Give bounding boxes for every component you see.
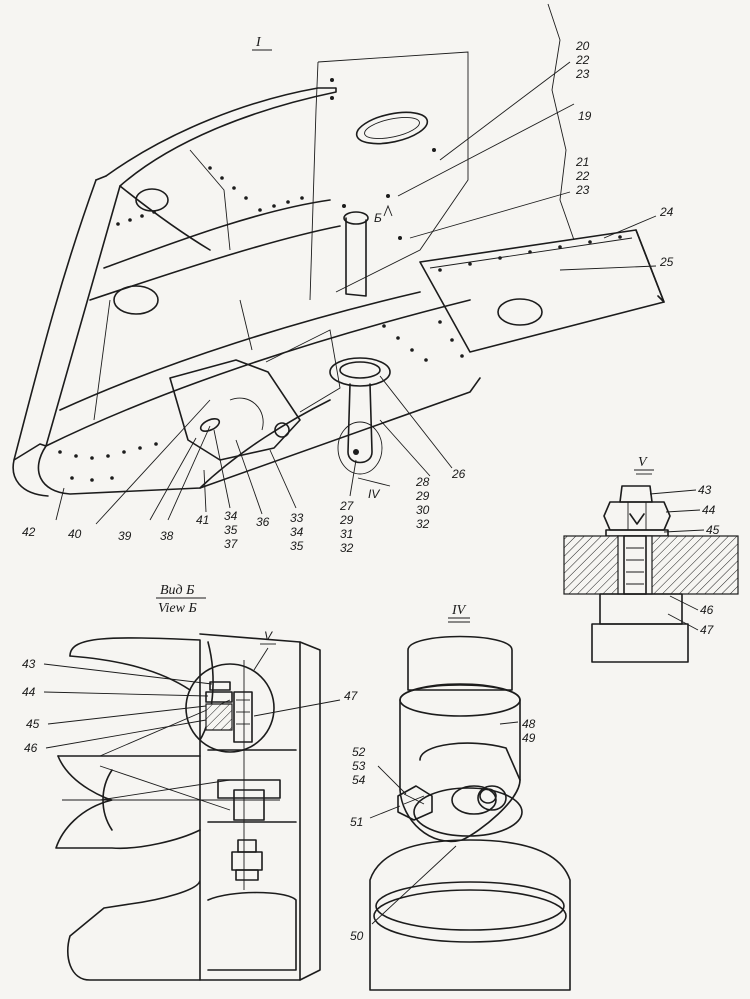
mark-v: V — [264, 629, 273, 643]
callout: 46 — [700, 603, 714, 617]
mark-iv: IV — [368, 487, 380, 501]
detail-iv-title: IV — [451, 603, 467, 618]
callout: 36 — [256, 515, 270, 529]
main-callouts: 20 22 23 19 21 22 23 24 25 26 28 29 30 3… — [22, 39, 674, 555]
callout: 22 — [575, 53, 590, 67]
callout: 28 — [415, 475, 430, 489]
callout: 50 — [350, 929, 364, 943]
callout: 40 — [68, 527, 82, 541]
callout: 39 — [118, 529, 132, 543]
callout: 48 — [522, 717, 536, 731]
view-b: Вид Б View Б — [22, 583, 359, 981]
callout: 31 — [340, 527, 353, 541]
view-b-title-ru: Вид Б — [160, 583, 194, 598]
callout: 25 — [659, 255, 674, 269]
callout: 24 — [659, 205, 674, 219]
callout: 23 — [575, 67, 590, 81]
callout: 47 — [344, 689, 359, 703]
view-b-title-en: View Б — [158, 601, 197, 616]
callout: 43 — [698, 483, 712, 497]
detail-v-title: V — [638, 455, 648, 470]
main-view-title: I — [255, 35, 262, 50]
callout: 21 — [575, 155, 589, 169]
callout: 30 — [416, 503, 430, 517]
callout: 54 — [352, 773, 366, 787]
callout: 33 — [290, 511, 304, 525]
callout: 32 — [416, 517, 430, 531]
mark-b: Б — [374, 211, 382, 225]
rivet-rows — [58, 78, 622, 482]
main-view: I — [12, 3, 674, 555]
callout: 23 — [575, 183, 590, 197]
callout: 52 — [352, 745, 366, 759]
callout: 44 — [702, 503, 716, 517]
callout: 19 — [578, 109, 592, 123]
callout: 47 — [700, 623, 715, 637]
callout: 29 — [339, 513, 354, 527]
callout: 45 — [26, 717, 40, 731]
callout: 53 — [352, 759, 366, 773]
callout: 35 — [224, 523, 238, 537]
callout: 37 — [224, 537, 239, 551]
detail-v: V 43 44 45 46 47 — [563, 455, 739, 663]
callout: 22 — [575, 169, 590, 183]
callout: 51 — [350, 815, 363, 829]
callout: 43 — [22, 657, 36, 671]
callout: 42 — [22, 525, 36, 539]
callout: 41 — [196, 513, 209, 527]
callout: 27 — [339, 499, 355, 513]
callout: 29 — [415, 489, 430, 503]
callout: 49 — [522, 731, 536, 745]
detail-iv: IV 48 49 52 53 54 51 50 — [350, 603, 571, 991]
callout: 20 — [575, 39, 590, 53]
callout: 44 — [22, 685, 36, 699]
callout: 32 — [340, 541, 354, 555]
callout: 34 — [224, 509, 238, 523]
callout: 26 — [451, 467, 466, 481]
callout: 46 — [24, 741, 38, 755]
callout: 34 — [290, 525, 304, 539]
callout: 35 — [290, 539, 304, 553]
leader-lines — [55, 61, 657, 525]
callout: 38 — [160, 529, 174, 543]
callout: 45 — [706, 523, 720, 537]
